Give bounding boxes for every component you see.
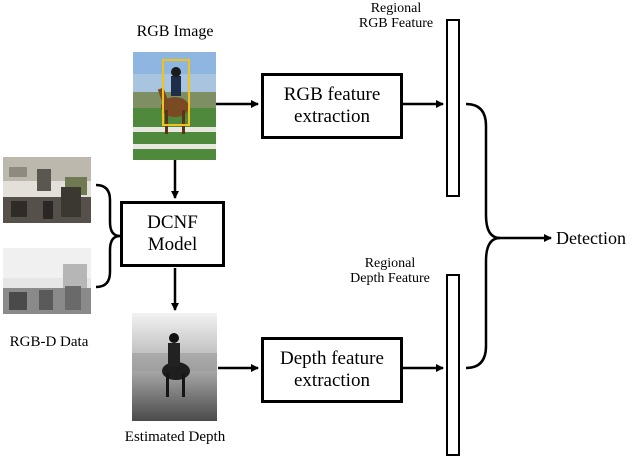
dcnf-line1: DCNF bbox=[147, 212, 198, 234]
regional-depth-line1: Regional bbox=[364, 256, 416, 271]
rgb-feature-line2: extraction bbox=[294, 106, 370, 127]
detection-label: Detection bbox=[556, 228, 626, 248]
regional-rgb-line1: Regional bbox=[370, 1, 422, 16]
depth-feature-line1: Depth feature bbox=[280, 348, 384, 370]
rgbd-depth-image bbox=[3, 248, 91, 314]
regional-depth-feature-bar bbox=[446, 274, 460, 456]
merge-brace bbox=[465, 102, 501, 370]
estimated-depth-label: Estimated Depth bbox=[124, 429, 226, 445]
rgb-feature-line1: RGB feature bbox=[283, 84, 381, 106]
estimated-depth-image bbox=[132, 313, 217, 421]
rgb-image bbox=[133, 52, 216, 160]
regional-rgb-feature-label: Regional RGB Feature bbox=[340, 1, 452, 32]
regional-depth-feature-label: Regional Depth Feature bbox=[334, 256, 446, 287]
depth-feature-extraction-box: Depth feature extraction bbox=[261, 337, 403, 403]
rgbd-data-label: RGB-D Data bbox=[9, 334, 89, 350]
regional-depth-line2: Depth Feature bbox=[350, 271, 430, 287]
rgbd-brace bbox=[95, 183, 121, 289]
rgbd-color-image bbox=[3, 157, 91, 223]
regional-rgb-line2: RGB Feature bbox=[358, 16, 434, 32]
dcnf-model-box: DCNF Model bbox=[120, 201, 225, 267]
regional-rgb-feature-bar bbox=[446, 19, 460, 197]
rgb-feature-extraction-box: RGB feature extraction bbox=[261, 73, 403, 139]
depth-feature-line2: extraction bbox=[294, 370, 370, 391]
rgb-image-label: RGB Image bbox=[136, 23, 214, 40]
dcnf-line2: Model bbox=[147, 234, 198, 255]
